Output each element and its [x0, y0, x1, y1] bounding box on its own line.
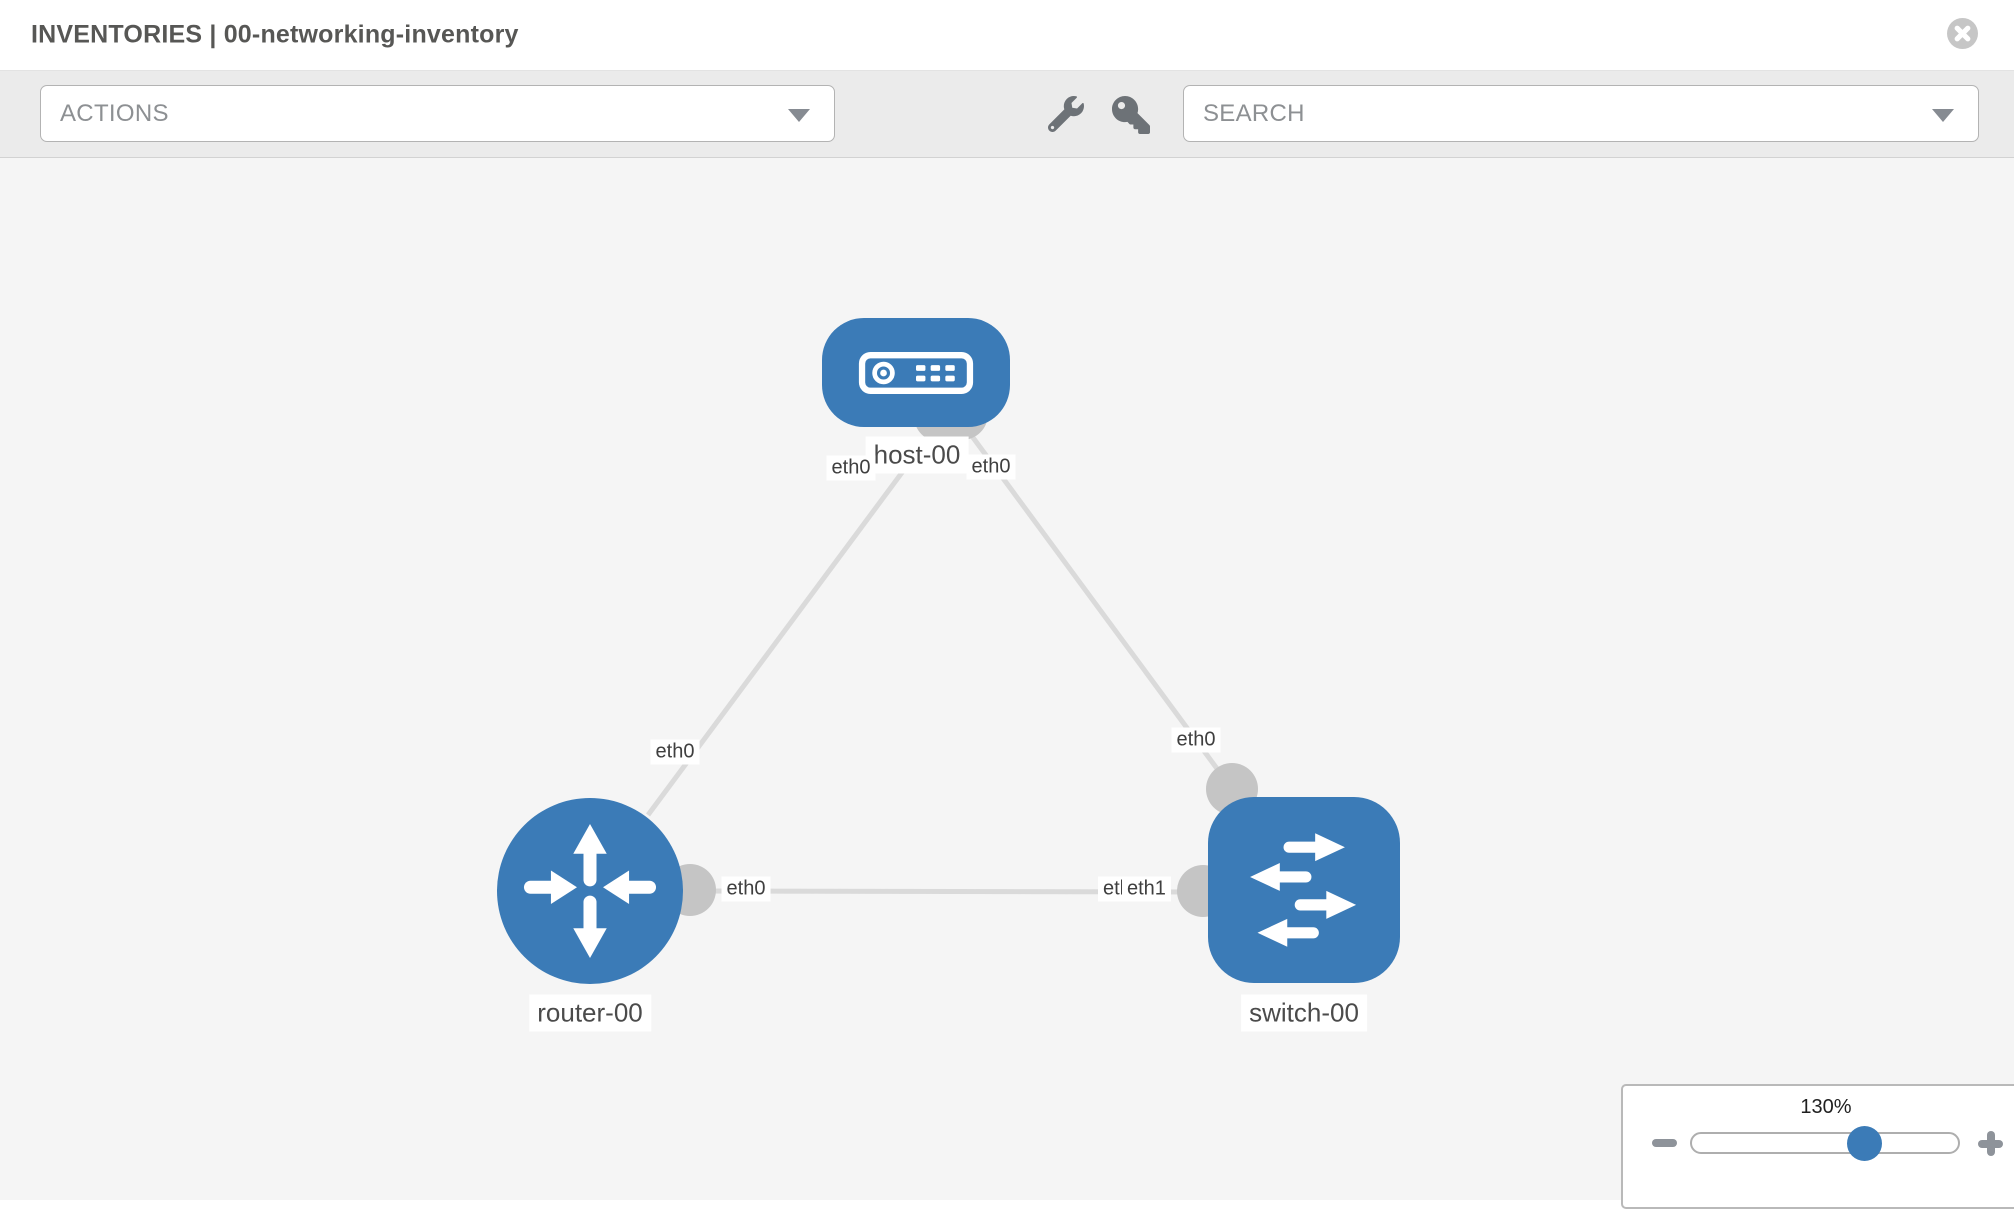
server-icon [858, 351, 974, 394]
zoom-panel: 130% [1621, 1084, 2014, 1209]
key-icon[interactable] [1112, 96, 1150, 134]
actions-dropdown[interactable]: ACTIONS [40, 85, 835, 142]
node-host-00[interactable] [822, 318, 1010, 427]
switch-arrows-icon [1250, 833, 1357, 947]
plus-icon [1986, 1131, 1995, 1156]
if-label-host-right: eth0 [966, 454, 1016, 480]
node-switch-00[interactable] [1208, 797, 1400, 983]
chevron-down-icon [788, 108, 810, 122]
if-label-switch-eth1: eth1 [1122, 876, 1171, 902]
zoom-slider-track[interactable] [1690, 1132, 1960, 1154]
zoom-in-button[interactable] [1978, 1131, 2003, 1156]
node-label-router: router-00 [529, 994, 651, 1032]
search-dropdown[interactable]: SEARCH [1183, 85, 1979, 142]
node-label-host: host-00 [865, 436, 969, 474]
if-label-edge-right: eth0 [1171, 727, 1221, 753]
if-label-edge-left: eth0 [650, 739, 700, 765]
search-dropdown-label: SEARCH [1203, 99, 1305, 127]
node-router-00[interactable] [497, 798, 683, 984]
chevron-down-icon [1932, 108, 1954, 122]
header: INVENTORIES | 00-networking-inventory [0, 0, 2014, 71]
router-arrows-icon [523, 824, 657, 958]
topology-canvas[interactable] [0, 158, 2014, 1200]
toolbar: ACTIONS SEARCH [0, 71, 2014, 158]
if-label-router-eth0: eth0 [721, 876, 771, 902]
zoom-value: 130% [1800, 1096, 1852, 1118]
close-button[interactable] [1947, 18, 1978, 49]
if-label-host-left: eth0 [826, 455, 876, 481]
zoom-out-button[interactable] [1652, 1139, 1677, 1147]
page-title: INVENTORIES | 00-networking-inventory [31, 20, 519, 49]
wrench-icon[interactable] [1048, 96, 1084, 132]
zoom-slider-thumb[interactable] [1847, 1126, 1882, 1161]
close-icon [1954, 25, 1971, 42]
node-label-switch: switch-00 [1241, 994, 1367, 1032]
actions-dropdown-label: ACTIONS [60, 99, 169, 127]
